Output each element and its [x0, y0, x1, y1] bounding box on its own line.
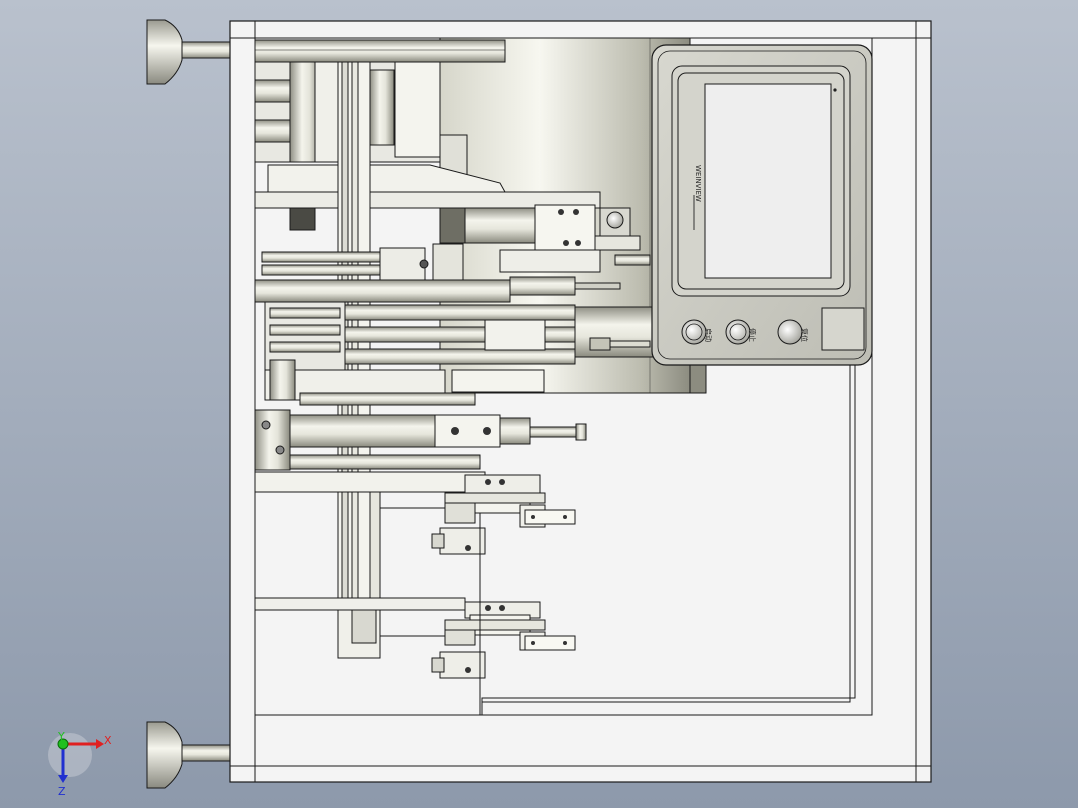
stop-button[interactable]: 停止 — [725, 319, 757, 345]
y-axis-label: Y — [57, 730, 65, 743]
hmi-led-icon — [833, 88, 837, 92]
mid-plate — [264, 359, 545, 406]
top-rail-cylinder — [254, 39, 506, 63]
leveling-foot-bottom — [146, 721, 231, 789]
coordinate-triad: X Y Z — [48, 730, 112, 798]
hmi-brand-text: WEINVIEW — [694, 165, 702, 202]
x-axis-label: X — [104, 734, 112, 747]
lower-main-cylinder — [254, 409, 587, 493]
hmi-touchscreen[interactable] — [704, 83, 832, 279]
reset-button[interactable]: 复位 — [777, 319, 809, 345]
gripper-assembly-lower — [254, 597, 576, 679]
reset-button-label: 复位 — [800, 328, 809, 342]
horizontal-rod-upper — [261, 243, 464, 285]
y-axis-marker — [57, 738, 69, 750]
gripper-assembly-upper — [431, 474, 576, 555]
horizontal-cylinder-1 — [254, 276, 621, 303]
stop-button-label: 停止 — [748, 328, 757, 342]
motor-bracket — [499, 204, 651, 273]
start-button-label: 启动 — [704, 328, 713, 342]
horizontal-cylinder-group — [264, 301, 656, 373]
z-axis-label: Z — [58, 785, 66, 798]
emergency-stop-cover[interactable] — [821, 307, 865, 351]
hmi-control-panel[interactable]: WEINVIEW 启动 停止 复位 — [651, 44, 873, 366]
start-button[interactable]: 启动 — [681, 319, 713, 345]
